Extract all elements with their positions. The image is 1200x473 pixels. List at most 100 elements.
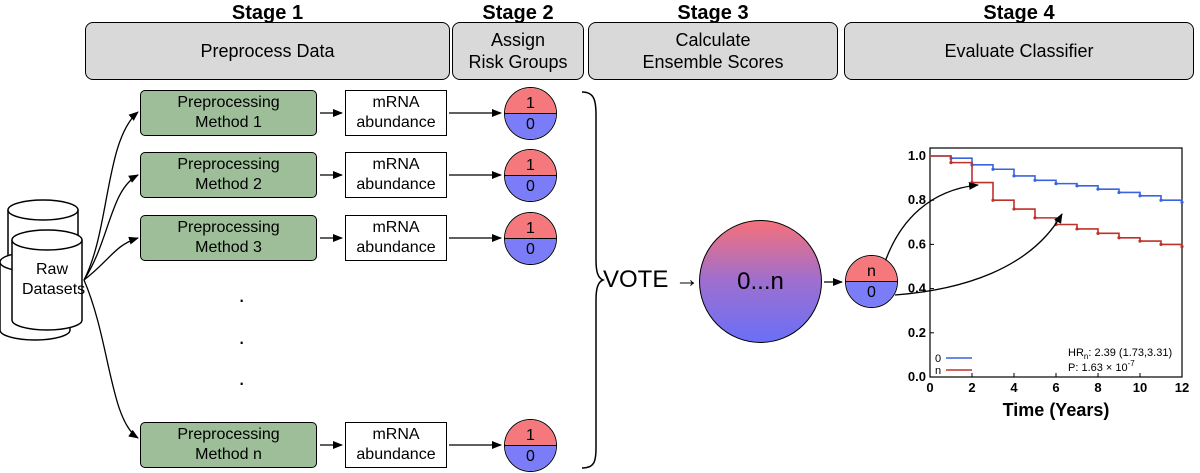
- method-name: Method 3: [195, 239, 262, 256]
- ellipsis-dot: ·: [238, 287, 246, 312]
- risk-group-circle-3: 1 0: [504, 212, 557, 265]
- x-tick-label: 12: [1175, 380, 1189, 395]
- raw-label-line2: Datasets: [22, 281, 86, 298]
- abundance-label: abundance: [356, 446, 436, 463]
- y-tick-label: 0.6: [908, 236, 926, 251]
- x-tick-label: 4: [1010, 380, 1018, 395]
- method-label: Preprocessing: [177, 219, 280, 236]
- mrna-abundance-n: mRNA abundance: [345, 422, 447, 468]
- series-point-0: [1159, 198, 1163, 202]
- arrow-n-to-chart: [884, 181, 979, 263]
- mrna-label: mRNA: [372, 426, 420, 443]
- stage-3-label-line2: Ensemble Scores: [642, 52, 784, 72]
- series-point-n: [949, 161, 953, 165]
- method-name: Method 1: [195, 114, 262, 131]
- preprocessing-method-1: Preprocessing Method 1: [140, 90, 317, 136]
- method-label: Preprocessing: [177, 426, 280, 443]
- database-icon: [0, 199, 83, 341]
- arrow-0-to-chart: [894, 213, 1063, 296]
- raw-label-line1: Raw: [35, 261, 68, 278]
- series-point-0: [1180, 200, 1184, 205]
- mrna-abundance-2: mRNA abundance: [345, 152, 447, 198]
- arrow-to-method-3: [83, 236, 139, 281]
- stage-1-box: Preprocess Data: [85, 22, 450, 80]
- ensemble-score-label: 0...n: [737, 267, 784, 295]
- dataset-arrows: [83, 111, 139, 439]
- hazard-ratio-annotation: HRn: 2.39 (1.73,3.31): [1068, 347, 1172, 361]
- vote-label: VOTE →: [603, 266, 700, 293]
- series-point-n: [1180, 245, 1184, 249]
- y-tick-label: 0.2: [908, 325, 926, 340]
- stage-4-title: Stage 4: [983, 2, 1055, 24]
- preprocessing-method-3: Preprocessing Method 3: [140, 215, 317, 261]
- method-label: Preprocessing: [177, 94, 280, 111]
- mrna-label: mRNA: [372, 156, 420, 173]
- stage-2-title: Stage 2: [482, 2, 554, 24]
- risk-group-circle-n: 1 0: [504, 419, 557, 472]
- series-point-n: [1033, 216, 1037, 220]
- series-point-n: [1012, 207, 1016, 211]
- preprocessing-method-n: Preprocessing Method n: [140, 422, 317, 468]
- method-label: Preprocessing: [177, 156, 280, 173]
- x-tick-label: 0: [926, 380, 933, 395]
- p-value-annotation: P: 1.63 × 10-7: [1068, 359, 1135, 374]
- x-axis-label: Time (Years): [1003, 400, 1110, 420]
- preprocessing-method-2: Preprocessing Method 2: [140, 152, 317, 198]
- legend-label: 0: [935, 353, 941, 365]
- arrow-to-method-1: [83, 111, 139, 281]
- series-point-0: [1012, 174, 1016, 178]
- series-point-n: [1159, 242, 1163, 246]
- stage-3-label-line1: Calculate: [675, 30, 751, 50]
- x-tick-label: 6: [1052, 380, 1059, 395]
- stage-4-label: Evaluate Classifier: [944, 41, 1094, 61]
- y-tick-label: 0.0: [908, 369, 926, 384]
- raw-datasets-label: Raw Datasets: [22, 260, 86, 300]
- series-point-0: [1138, 194, 1142, 198]
- x-tick-label: 2: [968, 380, 975, 395]
- ellipsis-dot: ·: [238, 370, 246, 395]
- method-name: Method 2: [195, 176, 262, 193]
- legend-label: n: [935, 365, 941, 377]
- stage-1-title: Stage 1: [231, 2, 304, 24]
- series-point-n: [1117, 236, 1121, 240]
- series-point-0: [1096, 187, 1100, 191]
- mrna-label: mRNA: [372, 219, 420, 236]
- vote-brace: [581, 91, 606, 469]
- y-tick-label: 0.8: [908, 192, 926, 207]
- series-point-0: [1117, 190, 1121, 195]
- mrna-label: mRNA: [372, 94, 420, 111]
- series-point-n: [970, 180, 974, 185]
- y-tick-label: 1.0: [908, 148, 926, 163]
- x-tick-label: 8: [1094, 380, 1101, 395]
- mrna-abundance-3: mRNA abundance: [345, 215, 447, 261]
- series-point-n: [991, 198, 995, 202]
- abundance-label: abundance: [356, 176, 436, 193]
- stage-2-label-line1: Assign: [490, 30, 546, 50]
- risk-group-circle-2: 1 0: [504, 149, 557, 202]
- final-risk-group-circle: n 0: [845, 255, 898, 308]
- x-tick-label: 10: [1133, 380, 1147, 395]
- stage-1-label: Preprocess Data: [200, 41, 335, 61]
- chart-arrows: [884, 181, 1063, 296]
- series-point-0: [1033, 178, 1037, 182]
- series-point-0: [1075, 184, 1079, 188]
- mrna-abundance-1: mRNA abundance: [345, 90, 447, 136]
- method-name: Method n: [195, 446, 262, 463]
- ensemble-score-circle: 0...n: [699, 220, 822, 343]
- stage-3-title: Stage 3: [677, 2, 749, 24]
- flow-arrows: [320, 109, 843, 449]
- series-point-0: [991, 167, 995, 171]
- series-point-n: [1096, 231, 1100, 235]
- risk-group-circle-1: 1 0: [504, 87, 557, 140]
- stage-3-box: Calculate Ensemble Scores: [588, 22, 838, 80]
- ellipsis-dot: ·: [238, 329, 246, 354]
- stage-4-box: Evaluate Classifier: [844, 22, 1194, 80]
- stage-2-label-line2: Risk Groups: [468, 52, 568, 72]
- abundance-label: abundance: [356, 114, 436, 131]
- series-point-n: [1138, 239, 1142, 243]
- series-point-0: [1054, 182, 1058, 186]
- arrow-to-method-2: [83, 174, 139, 281]
- series-point-n: [1075, 227, 1079, 231]
